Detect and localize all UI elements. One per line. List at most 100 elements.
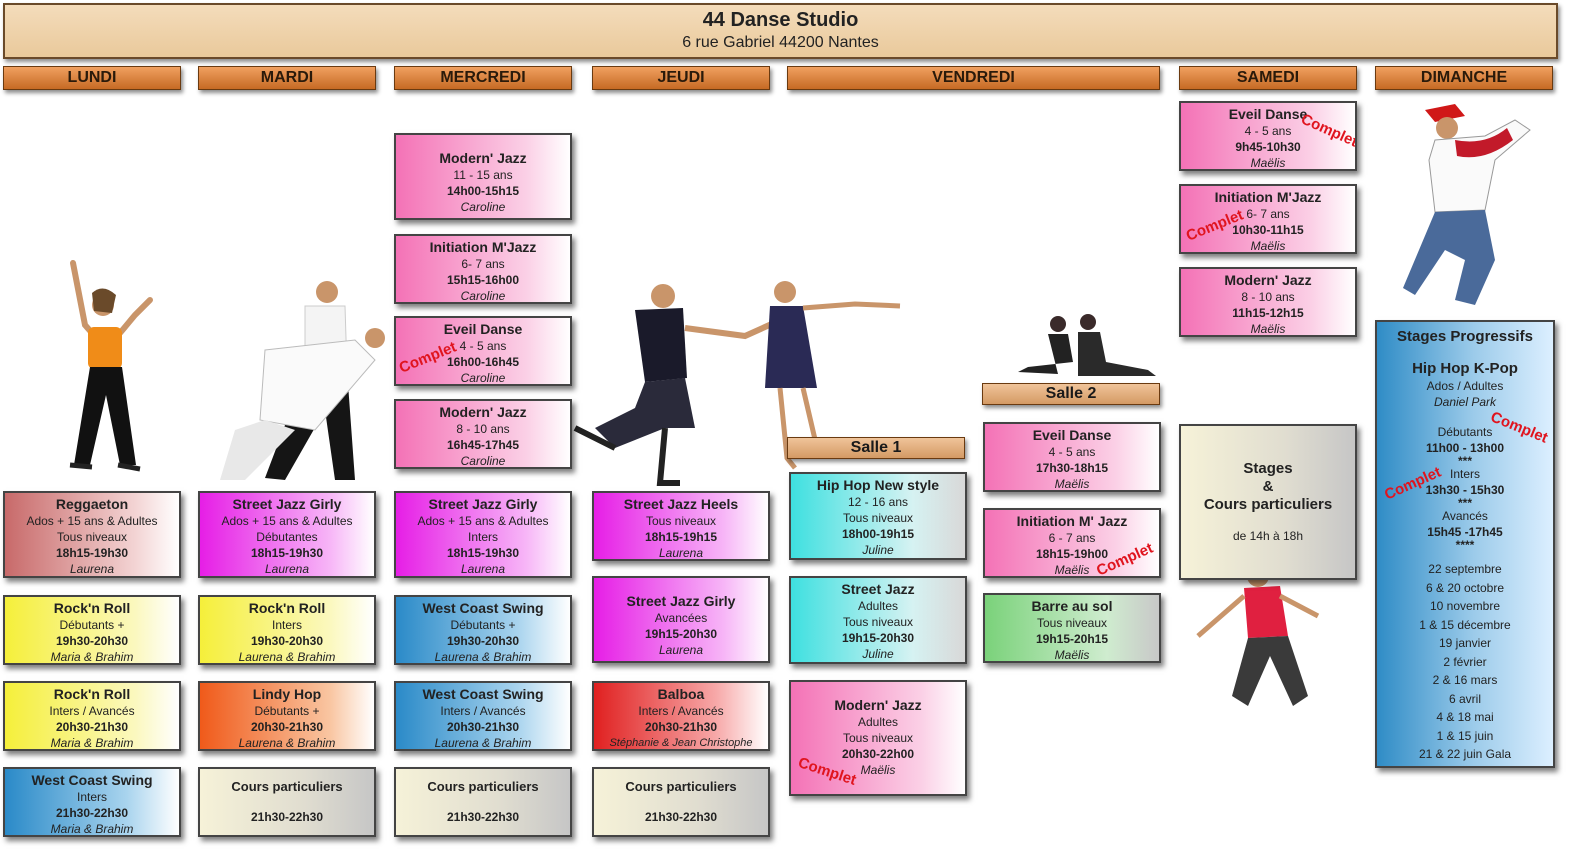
class-time: 20h30-21h30: [55, 720, 129, 734]
class-teacher: Caroline: [460, 371, 506, 385]
class-card-rocknroll-mardi: Rock'n Roll Inters 19h30-20h30 Laurena &…: [198, 595, 376, 665]
class-title: Rock'n Roll: [53, 600, 131, 616]
stage-date: 2 & 16 mars: [1432, 673, 1498, 687]
class-level: 4 - 5 ans: [1048, 445, 1096, 459]
class-time: 18h15-19h00: [1035, 547, 1109, 561]
class-time: 20h30-21h30: [446, 720, 520, 734]
class-card-eveil-danse-vendredi: Eveil Danse 4 - 5 ans 17h30-18h15 Maëlis: [983, 422, 1161, 492]
class-teacher: Laurena: [264, 562, 310, 576]
class-title: Modern' Jazz: [834, 697, 922, 713]
stage-date: 21 & 22 juin Gala: [1418, 747, 1512, 761]
class-teacher: Laurena & Brahim: [434, 736, 532, 750]
class-card-cours-particuliers-jeudi: Cours particuliers 21h30-22h30: [592, 767, 770, 837]
class-teacher: Juline: [862, 543, 894, 557]
class-card-reggaeton: Reggaeton Ados + 15 ans & Adultes Tous n…: [3, 491, 181, 578]
class-time: 18h00-19h15: [841, 527, 915, 541]
class-title: West Coast Swing: [422, 686, 544, 702]
class-audience: Ados + 15 ans & Adultes: [221, 514, 353, 528]
class-title: Rock'n Roll: [53, 686, 131, 702]
class-title: Street Jazz Heels: [623, 496, 739, 512]
class-time: 18h15-19h30: [55, 546, 129, 560]
class-teacher: Laurena: [460, 562, 506, 576]
class-level: 6- 7 ans: [1246, 207, 1290, 221]
class-time: 16h00-16h45: [446, 355, 520, 369]
class-title: Cours particuliers: [231, 779, 343, 794]
class-card-wcs-inters-avances: West Coast Swing Inters / Avancés 20h30-…: [394, 681, 572, 751]
class-title: Street Jazz Girly: [232, 496, 342, 512]
class-level: Tous niveaux: [842, 511, 914, 525]
salle-1-label: Salle 1: [787, 437, 965, 459]
class-title: Cours particuliers: [427, 779, 539, 794]
stage-date: 6 avril: [1448, 691, 1481, 706]
class-time: 21h30-22h30: [644, 810, 718, 824]
class-teacher: Laurena & Brahim: [238, 650, 336, 664]
class-time: 20h30-22h00: [841, 747, 915, 761]
class-time: 15h15-16h00: [446, 273, 520, 287]
level-debutants: Débutants: [1437, 425, 1493, 439]
class-title: Eveil Danse: [1032, 427, 1112, 443]
stage-date: 22 septembre: [1428, 562, 1502, 576]
stage-audience: Ados / Adultes: [1426, 379, 1504, 393]
class-time: 20h30-21h30: [250, 720, 324, 734]
class-card-street-jazz-girly-inters: Street Jazz Girly Ados + 15 ans & Adulte…: [394, 491, 572, 578]
class-teacher: Maëlis: [1250, 322, 1286, 336]
stage-date: 1 & 15 juin: [1436, 728, 1494, 743]
class-title: Eveil Danse: [1228, 106, 1308, 122]
class-audience: Ados + 15 ans & Adultes: [417, 514, 549, 528]
class-card-initiation-mjazz-vendredi: Initiation M' Jazz 6 - 7 ans 18h15-19h00…: [983, 508, 1161, 578]
class-level: Tous niveaux: [1036, 616, 1108, 630]
class-audience: Adultes: [857, 599, 899, 613]
day-header-lundi: LUNDI: [3, 66, 181, 90]
class-card-eveil-danse-mercredi: Eveil Danse 4 - 5 ans 16h00-16h45 Caroli…: [394, 316, 572, 386]
class-level: 6 - 7 ans: [1048, 531, 1096, 545]
cours-particuliers-label: Cours particuliers: [1203, 496, 1333, 513]
class-title: Hip Hop New style: [816, 477, 940, 493]
class-card-eveil-danse-samedi: Eveil Danse 4 - 5 ans 9h45-10h30 Maëlis …: [1179, 101, 1357, 171]
class-teacher: Juline: [862, 647, 894, 661]
class-card-street-jazz-girly-avancees: Street Jazz Girly Avancées 19h15-20h30 L…: [592, 576, 770, 663]
class-time: 18h15-19h15: [644, 530, 718, 544]
class-teacher: Maria & Brahim: [50, 822, 134, 836]
dancer-photo-kids-stretch: [1018, 314, 1156, 376]
class-card-wcs-debutants: West Coast Swing Débutants + 19h30-20h30…: [394, 595, 572, 665]
class-title: Cours particuliers: [625, 779, 737, 794]
class-time: 18h15-19h30: [250, 546, 324, 560]
stages-progressifs-panel: Stages Progressifs Hip Hop K-Pop Ados / …: [1375, 320, 1555, 768]
day-header-samedi: SAMEDI: [1179, 66, 1357, 90]
separator: ***: [1457, 454, 1472, 468]
class-level: 8 - 10 ans: [1241, 290, 1295, 304]
class-title: West Coast Swing: [422, 600, 544, 616]
level-avances: Avancés: [1442, 509, 1488, 523]
class-title: Balboa: [657, 686, 705, 702]
level-inters: Inters: [1449, 467, 1480, 481]
class-level: 6- 7 ans: [461, 257, 505, 271]
class-time: 19h30-20h30: [446, 634, 520, 648]
class-level: Inters: [76, 790, 107, 804]
class-level: 11 - 15 ans: [453, 168, 513, 182]
class-card-street-jazz-heels: Street Jazz Heels Tous niveaux 18h15-19h…: [592, 491, 770, 561]
class-teacher: Maëlis: [1250, 239, 1286, 253]
class-level: Débutantes: [256, 530, 318, 544]
class-teacher: Stéphanie & Jean Christophe: [609, 737, 753, 749]
class-audience: Adultes: [857, 715, 899, 729]
class-teacher: Laurena: [658, 643, 704, 657]
stage-date: 4 & 18 mai: [1436, 710, 1494, 724]
class-teacher: Maëlis: [1054, 648, 1090, 662]
class-title: Lindy Hop: [252, 686, 322, 702]
class-card-lindy-hop: Lindy Hop Débutants + 20h30-21h30 Lauren…: [198, 681, 376, 751]
dancer-photo-hiphop-jump: [1403, 104, 1531, 305]
dancer-photo-girl-jump: [1196, 560, 1320, 706]
stage-date: 1 & 15 décembre: [1419, 617, 1511, 632]
day-header-dimanche: DIMANCHE: [1375, 66, 1553, 90]
stage-date: 6 & 20 octobre: [1425, 580, 1505, 595]
class-title: Street Jazz Girly: [428, 496, 538, 512]
class-level: Inters / Avancés: [49, 704, 135, 718]
class-card-cours-particuliers-mercredi: Cours particuliers 21h30-22h30: [394, 767, 572, 837]
class-audience: 12 - 16 ans: [847, 495, 909, 509]
class-time: 20h30-21h30: [644, 720, 718, 734]
stage-teacher: Daniel Park: [1433, 395, 1497, 409]
class-title: Initiation M'Jazz: [429, 239, 537, 255]
class-level: Inters: [467, 530, 498, 544]
class-level: Tous niveaux: [842, 615, 914, 629]
class-title: Modern' Jazz: [439, 150, 527, 166]
